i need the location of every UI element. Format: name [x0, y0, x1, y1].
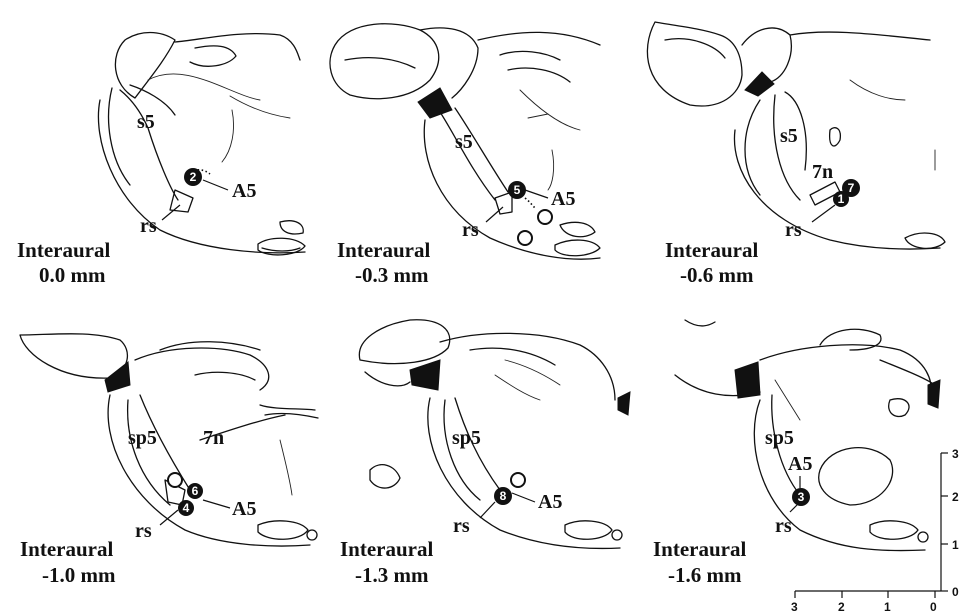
horizontal-tick-label: 0	[930, 600, 937, 613]
structure-label-s5: s5	[137, 111, 155, 133]
section-panel-minus-1-0mm: sp5 7n A5 rs 6 4 Interaural -1.0 mm	[20, 334, 318, 587]
structure-label-rs: rs	[140, 215, 157, 237]
a5-leader-line	[203, 500, 230, 508]
vertical-tick-label: 0	[952, 585, 959, 599]
injection-site-marker: 8	[494, 487, 512, 505]
a5-leader-line	[525, 190, 548, 198]
rs-leader-line	[790, 505, 797, 512]
injection-site-marker: 6	[187, 483, 203, 499]
svg-text:3: 3	[798, 490, 805, 504]
section-title-line1: Interaural	[653, 537, 746, 561]
structure-label-rs: rs	[453, 515, 470, 537]
structure-label-s5: s5	[780, 125, 798, 147]
open-circle-marker	[538, 210, 552, 224]
section-title-line1: Interaural	[665, 238, 758, 262]
structure-label-a5: A5	[232, 180, 256, 202]
svg-text:7: 7	[848, 181, 855, 195]
structure-label-sp5: sp5	[128, 427, 157, 449]
section-outline	[675, 320, 940, 551]
section-panel-minus-0-3mm: s5 A5 rs 5 Interaural -0.3 mm	[330, 24, 600, 287]
structure-label-rs: rs	[462, 219, 479, 241]
section-outline	[359, 320, 630, 549]
injection-site-marker: 4	[178, 500, 194, 516]
structure-label-sp5: sp5	[452, 427, 481, 449]
svg-text:1: 1	[838, 192, 845, 206]
svg-text:8: 8	[500, 489, 507, 503]
section-title-line1: Interaural	[337, 238, 430, 262]
open-circle-marker	[168, 473, 182, 487]
rs-leader-line	[480, 502, 495, 518]
horizontal-tick-label: 2	[838, 600, 845, 613]
structure-label-7n: 7n	[812, 161, 833, 183]
rs-leader-line	[160, 510, 178, 525]
structure-label-rs: rs	[135, 520, 152, 542]
section-title-line1: Interaural	[17, 238, 110, 262]
section-title-line2: -0.6 mm	[680, 263, 754, 287]
section-title-line2: -1.0 mm	[42, 563, 116, 587]
open-circle-marker	[511, 473, 525, 487]
a5-leader-line	[203, 180, 228, 190]
svg-text:5: 5	[514, 183, 521, 197]
a5-region-dots	[525, 198, 535, 208]
section-title-line2: -1.3 mm	[355, 563, 429, 587]
section-panel-minus-0-6mm: s5 7n rs 7 1 Interaural -0.6 mm	[647, 22, 945, 287]
injection-site-marker: 3	[792, 488, 810, 506]
structure-label-a5: A5	[788, 453, 812, 475]
section-title-line2: -0.3 mm	[355, 263, 429, 287]
scale-bar: 3 2 1 0 3 2 1 0	[791, 447, 959, 613]
svg-text:2: 2	[190, 170, 197, 184]
section-title-line1: Interaural	[20, 537, 113, 561]
section-panel-minus-1-3mm: sp5 A5 rs 8 Interaural -1.3 mm	[340, 320, 630, 587]
horizontal-tick-label: 3	[791, 600, 798, 613]
open-circle-marker	[518, 231, 532, 245]
vertical-tick-label: 1	[952, 538, 959, 552]
structure-label-a5: A5	[538, 491, 562, 513]
a5-leader-line	[512, 493, 535, 502]
section-title-line2: -1.6 mm	[668, 563, 742, 587]
section-panel-minus-1-6mm: sp5 A5 rs 3 Interaural -1.6 mm	[653, 320, 940, 587]
injection-site-marker: 1	[833, 191, 849, 207]
svg-text:6: 6	[192, 484, 199, 498]
section-outline	[98, 33, 305, 255]
structure-label-a5: A5	[551, 188, 575, 210]
section-title-line1: Interaural	[340, 537, 433, 561]
horizontal-tick-label: 1	[884, 600, 891, 613]
rs-leader-line	[812, 205, 835, 222]
structure-label-a5: A5	[232, 498, 256, 520]
section-panel-0-0mm: s5 A5 rs 2 Interaural 0.0 mm	[17, 33, 305, 288]
section-outline	[20, 334, 318, 546]
injection-site-marker: 5	[508, 181, 526, 199]
section-title-line2: 0.0 mm	[39, 263, 106, 287]
horizontal-scale-ticks	[795, 591, 935, 598]
vertical-tick-label: 3	[952, 447, 959, 461]
injection-site-marker: 2	[184, 168, 202, 186]
structure-label-rs: rs	[775, 515, 792, 537]
structure-label-7n: 7n	[203, 427, 224, 449]
structure-label-s5: s5	[455, 131, 473, 153]
vertical-scale-ticks	[941, 453, 948, 591]
structure-label-sp5: sp5	[765, 427, 794, 449]
vertical-tick-label: 2	[952, 490, 959, 504]
structure-label-rs: rs	[785, 219, 802, 241]
svg-text:4: 4	[183, 501, 190, 515]
